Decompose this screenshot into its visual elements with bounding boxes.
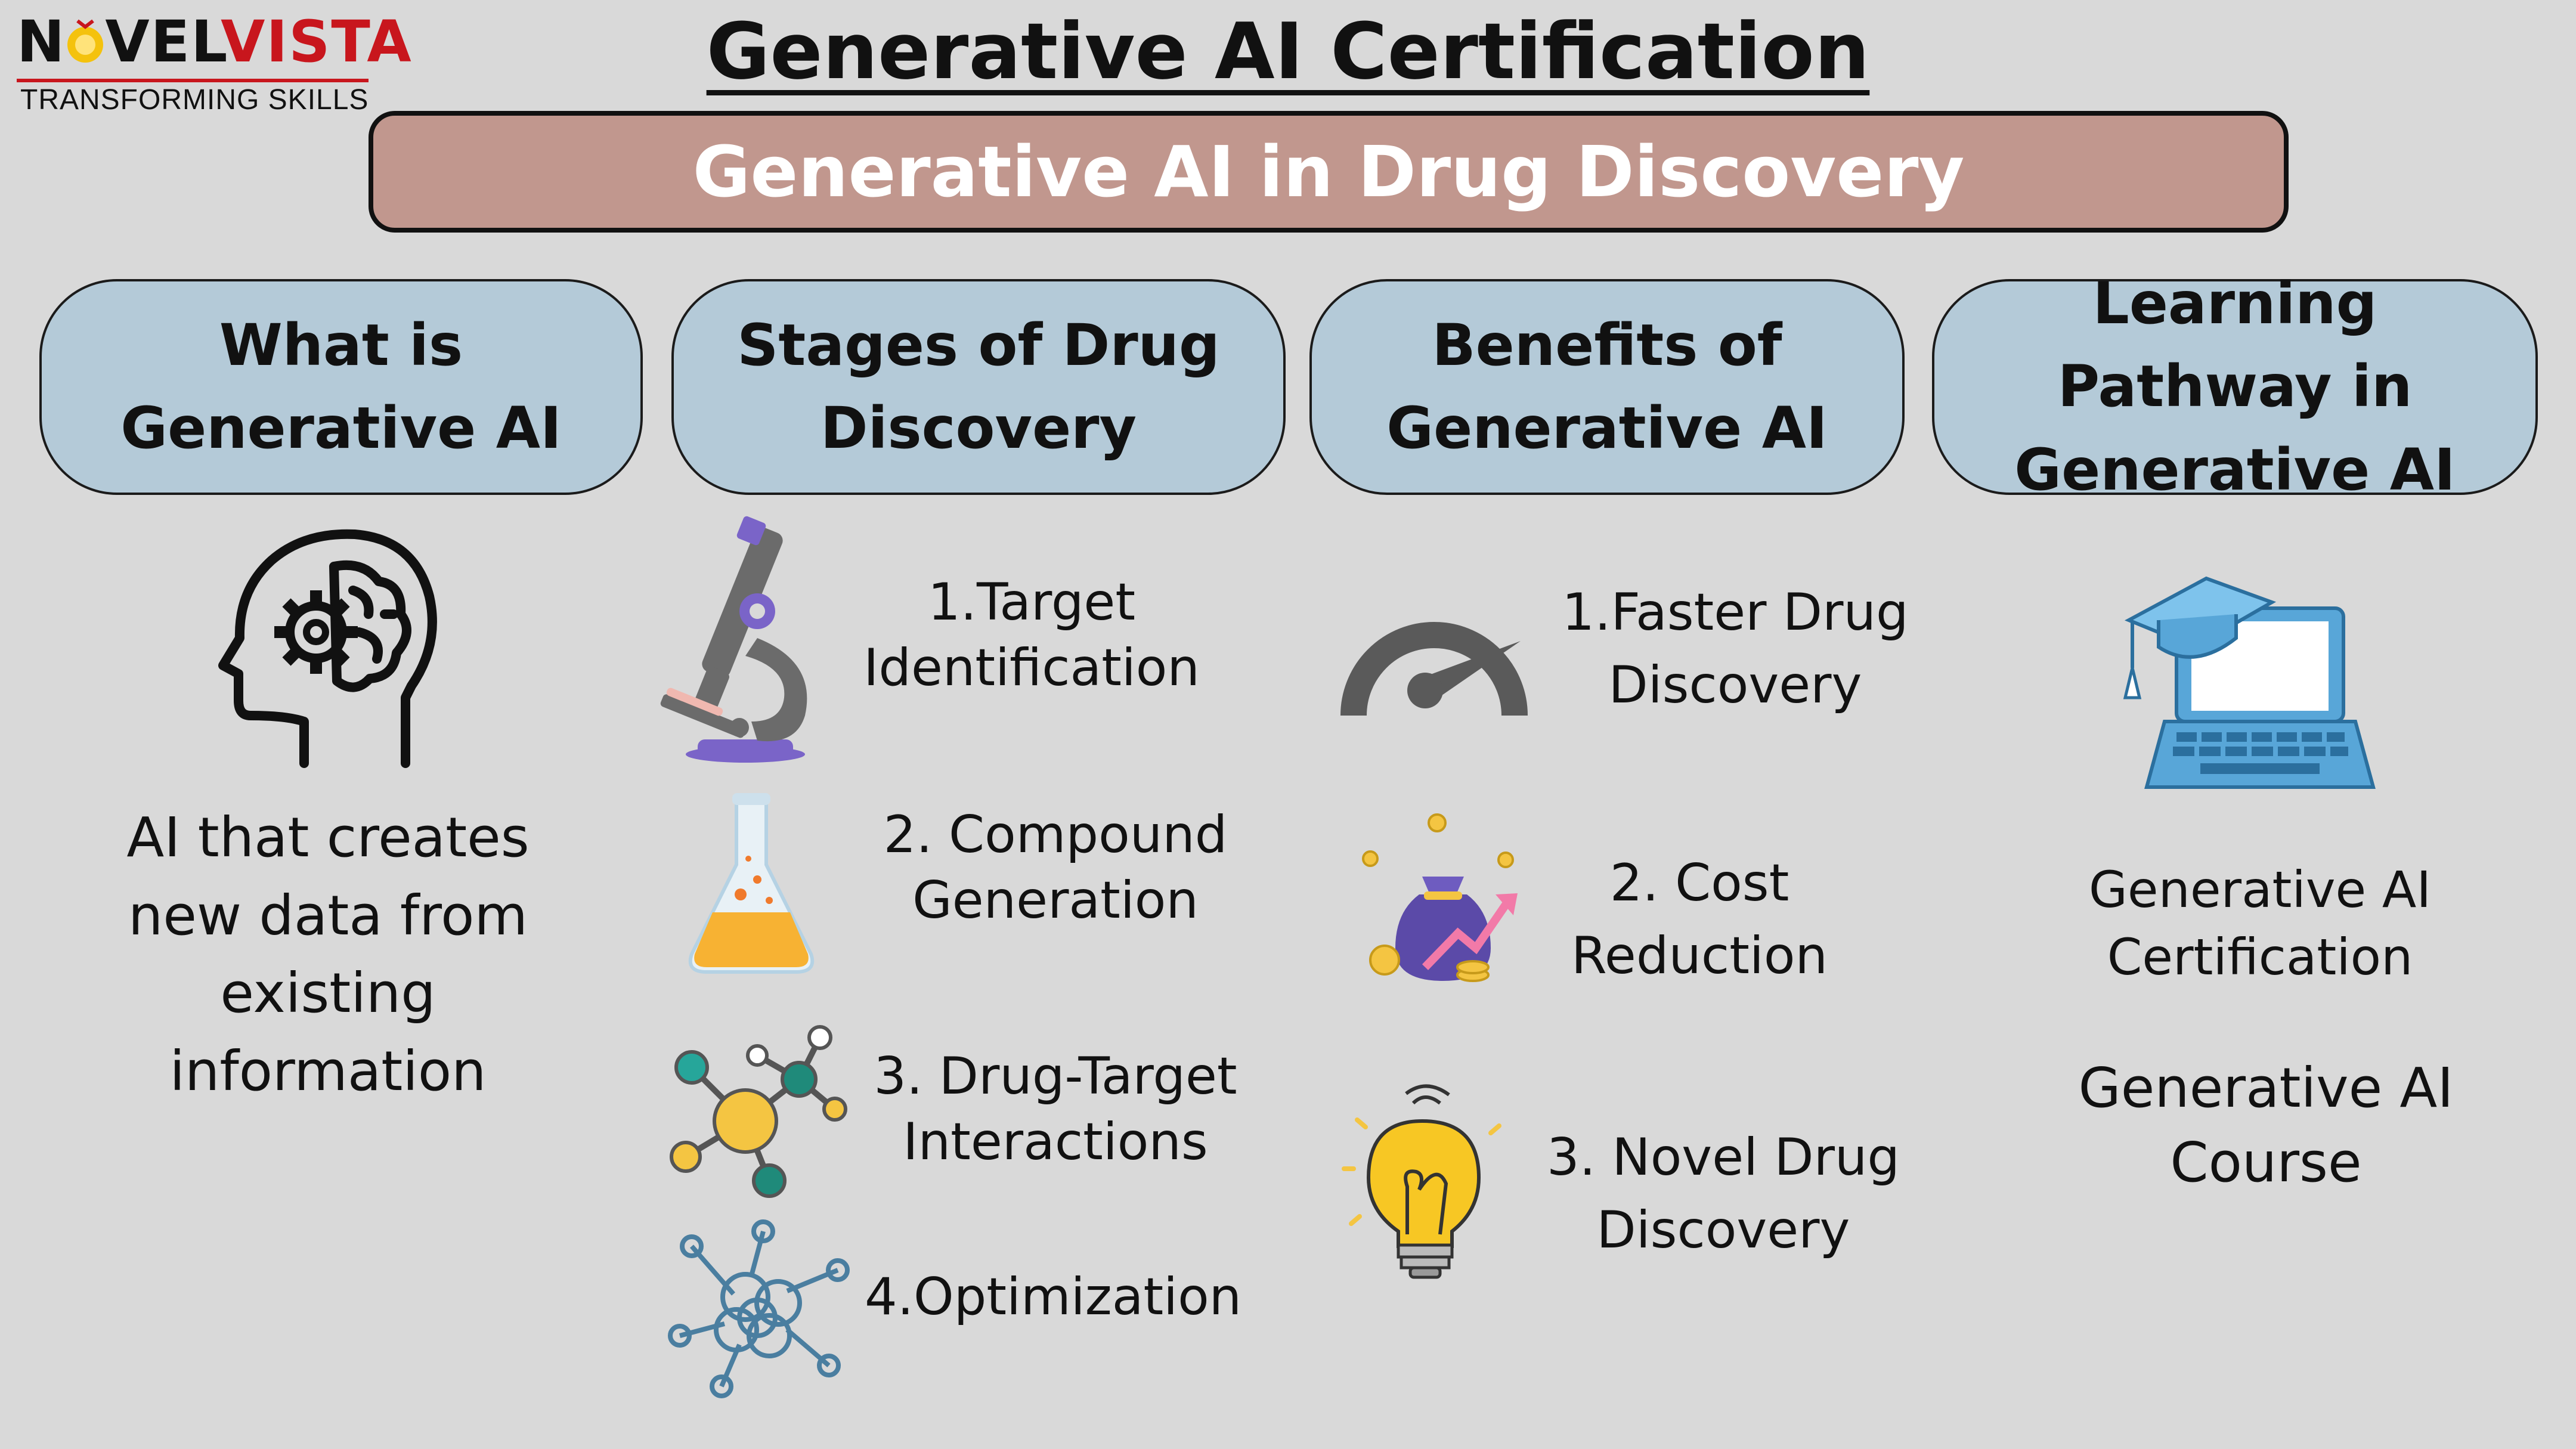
flask-icon: [688, 793, 815, 974]
logo-text-vel: VEL: [105, 8, 221, 75]
head-brain-gear-icon: [218, 529, 437, 768]
molecule-icon: [670, 1025, 847, 1198]
light-bulb-icon: [1342, 1084, 1501, 1279]
banner-text: Generative AI in Drug Discovery: [692, 131, 1965, 213]
network-icon: [668, 1219, 850, 1398]
microscope-icon: [660, 516, 807, 763]
learning-generative-ai-course[interactable]: Generative AI Course: [2078, 1056, 2454, 1195]
graduation-laptop-icon: [2123, 576, 2376, 789]
stage-drug-target-interactions: 3. Drug-Target Interactions: [874, 1046, 1237, 1172]
header-stages-of-drug-discovery: Stages of Drug Discovery: [671, 279, 1286, 495]
page-title: Generative AI Certification: [706, 6, 1870, 97]
benefit-novel-drug-discovery: 3. Novel Drug Discovery: [1546, 1128, 1900, 1261]
speedometer-icon: [1340, 622, 1528, 716]
logo-underline: [17, 79, 369, 82]
money-bag-icon: [1362, 813, 1518, 982]
header-what-is-generative-ai: What is Generative AI: [39, 279, 643, 495]
what-is-generative-ai-description: AI that creates new data from existing i…: [126, 806, 530, 1103]
logo-text-vista: VISTA: [221, 8, 413, 75]
stage-compound-generation: 2. Compound Generation: [883, 805, 1228, 931]
stage-target-identification: 1.Target Identification: [863, 572, 1200, 698]
benefit-cost-reduction: 2. Cost Reduction: [1571, 853, 1828, 986]
benefit-faster-drug-discovery: 1.Faster Drug Discovery: [1562, 583, 1909, 716]
learning-generative-ai-certification[interactable]: Generative AI Certification: [2088, 860, 2432, 987]
header-learning-pathway: Learning Pathway in Generative AI: [1932, 270, 2538, 503]
stage-optimization: 4.Optimization: [865, 1267, 1242, 1327]
logo-o-icon: [66, 17, 105, 64]
logo-tagline: TRANSFORMING SKILLS: [20, 84, 369, 116]
section-banner: Generative AI in Drug Discovery: [369, 111, 2289, 233]
header-benefits-of-generative-ai: Benefits of Generative AI: [1309, 279, 1905, 495]
logo-letter-n: N: [17, 8, 66, 75]
